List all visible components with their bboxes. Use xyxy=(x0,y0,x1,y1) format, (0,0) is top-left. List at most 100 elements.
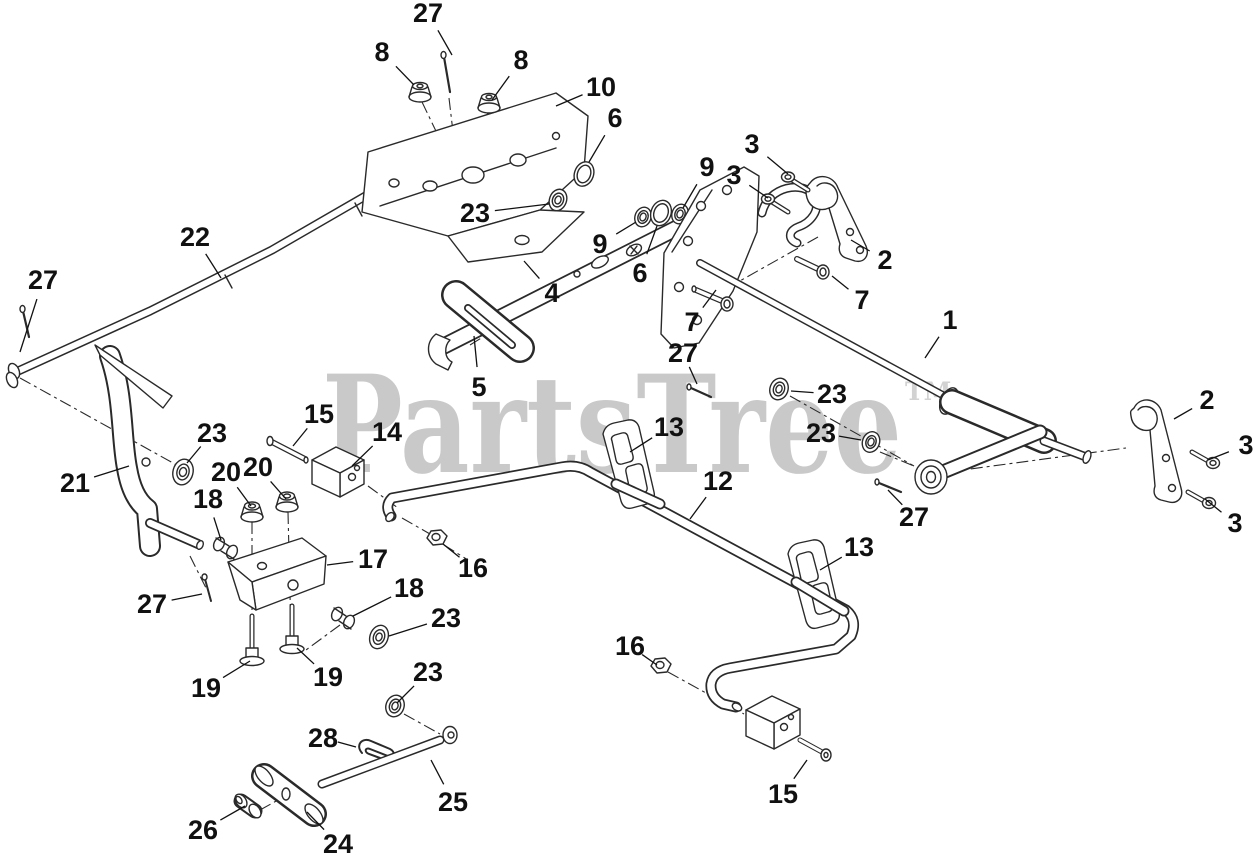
callout-18-38: 18 xyxy=(193,484,223,514)
callout-27-41: 27 xyxy=(137,589,167,619)
callout-23-25: 23 xyxy=(806,418,836,448)
callout-leader-12 xyxy=(689,496,707,520)
callout-leader-6 xyxy=(588,134,606,163)
callout-leader-19 xyxy=(296,647,315,665)
part-23-washers-bottom xyxy=(368,624,405,718)
callout-leader-16 xyxy=(442,543,460,558)
callout-25-46: 25 xyxy=(438,787,468,817)
callout-6-4: 6 xyxy=(607,103,622,133)
callout-leader-3 xyxy=(1207,451,1230,461)
part-23-washer-left xyxy=(172,458,194,486)
part-20-flange-nuts xyxy=(240,491,299,523)
callout-7-14: 7 xyxy=(854,285,869,315)
callout-17-35: 17 xyxy=(358,544,388,574)
callout-leader-6 xyxy=(646,225,658,255)
callout-8-1: 8 xyxy=(374,37,389,67)
part-3-bolts-upper xyxy=(760,171,809,212)
part-23-washers-right xyxy=(769,377,881,453)
part-19-bolts xyxy=(239,606,305,667)
callout-4-19: 4 xyxy=(544,278,559,308)
part-4-lift-arm-bar xyxy=(427,192,749,371)
part-25-rod xyxy=(322,725,458,785)
part-1-pivot-plate xyxy=(660,166,760,349)
callout-20-27: 20 xyxy=(243,452,273,482)
callout-27-13: 27 xyxy=(28,265,58,295)
part-6-ring-b xyxy=(649,199,673,227)
part-18-spacer-right xyxy=(330,606,356,630)
callout-leader-23 xyxy=(494,203,550,212)
part-14-trunnion-left xyxy=(311,446,365,498)
callout-18-37: 18 xyxy=(394,573,424,603)
callout-leader-24 xyxy=(306,811,325,831)
callout-leader-18 xyxy=(352,596,392,617)
callout-leader-13 xyxy=(629,437,653,453)
part-8-flange-nuts xyxy=(408,81,501,114)
part-2-hook-right xyxy=(1129,399,1183,504)
callout-23-44: 23 xyxy=(413,657,443,687)
callout-16-40: 16 xyxy=(615,631,645,661)
callout-leader-17 xyxy=(326,560,354,566)
callout-leader-23 xyxy=(790,390,814,394)
callout-22-8: 22 xyxy=(180,222,210,252)
parts-linework xyxy=(5,50,1221,828)
part-7-bolts xyxy=(691,259,830,312)
callout-leader-3 xyxy=(748,184,769,199)
callout-leader-3 xyxy=(1204,498,1222,513)
part-2-hook-upper xyxy=(762,175,868,263)
part-9-washer xyxy=(634,206,652,228)
callout-leader-23 xyxy=(186,446,202,464)
part-24-link-cylinder xyxy=(252,763,327,827)
callout-9-10: 9 xyxy=(592,229,607,259)
callout-leader-2 xyxy=(1173,407,1193,420)
callout-leader-21 xyxy=(93,465,130,478)
callout-leader-23 xyxy=(838,435,862,441)
callout-14-23: 14 xyxy=(372,417,402,447)
part-15-clevis-pin-right xyxy=(800,740,832,762)
part-17-bracket xyxy=(227,537,327,611)
callout-leader-28 xyxy=(337,741,357,748)
callout-leader-27 xyxy=(19,298,38,353)
callout-leader-23 xyxy=(388,623,428,637)
callout-6-12: 6 xyxy=(632,258,647,288)
callout-leader-19 xyxy=(222,660,251,679)
callout-23-39: 23 xyxy=(431,603,461,633)
part-13-bracket-upper xyxy=(602,419,660,508)
part-26-nut xyxy=(233,792,264,820)
callout-leader-18 xyxy=(213,517,222,541)
callout-leader-15 xyxy=(292,427,308,447)
callout-16-36: 16 xyxy=(458,553,488,583)
callout-12-28: 12 xyxy=(703,466,733,496)
callout-28-45: 28 xyxy=(308,723,338,753)
callout-leader-27 xyxy=(171,593,203,601)
callout-24-48: 24 xyxy=(323,829,353,859)
part-13-bracket-lower xyxy=(787,539,844,630)
callout-27-0: 27 xyxy=(413,0,443,28)
callout-2-30: 2 xyxy=(1199,385,1214,415)
callout-leader-26 xyxy=(220,805,246,821)
part-23-washer xyxy=(548,188,568,212)
callout-leader-3 xyxy=(766,156,789,175)
callout-3-33: 3 xyxy=(1227,508,1242,538)
part-3-bolts-right xyxy=(1188,452,1221,510)
callout-13-34: 13 xyxy=(844,532,874,562)
part-1-lift-shaft xyxy=(700,263,1092,495)
part-27-cotter-pins xyxy=(19,50,903,602)
callout-leader-7 xyxy=(702,289,717,308)
part-14-trunnion-right xyxy=(745,695,801,750)
part-9-washer-b xyxy=(671,203,689,225)
part-21-bracket xyxy=(94,344,205,550)
callout-27-17: 27 xyxy=(668,338,698,368)
part-10-bracket xyxy=(361,92,589,263)
callout-2-11: 2 xyxy=(877,245,892,275)
part-6-ring xyxy=(573,161,595,187)
callout-27-32: 27 xyxy=(899,502,929,532)
callout-leader-22 xyxy=(205,253,222,279)
part-12-lift-rod-lower xyxy=(384,466,853,712)
callout-9-6: 9 xyxy=(699,152,714,182)
callout-leader-7 xyxy=(831,275,849,290)
callout-leader-16 xyxy=(641,654,658,666)
part-18-spacer-left xyxy=(212,536,239,560)
callout-26-47: 26 xyxy=(188,815,218,845)
